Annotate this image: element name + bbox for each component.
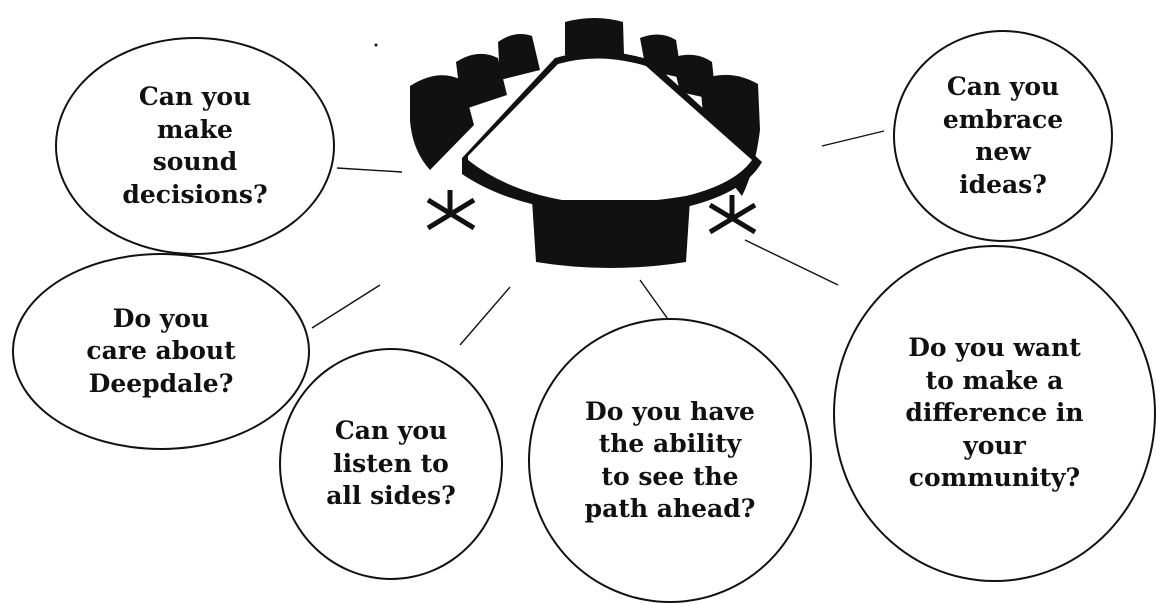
connector-line-difference <box>745 240 838 285</box>
bubble-listen-to-all-sides: Can you listen to all sides? <box>279 348 503 580</box>
bubble-text: Do you have the ability to see the path … <box>585 396 756 526</box>
bubble-text: Can you listen to all sides? <box>326 415 456 513</box>
bubble-text: Can you make sound decisions? <box>122 81 267 211</box>
table-pedestal <box>532 200 690 268</box>
bubble-text: Do you want to make a difference in your… <box>905 332 1083 495</box>
connector-line-decisions <box>337 168 402 172</box>
chair-back-1 <box>565 18 624 55</box>
connector-line-deepdale <box>312 285 380 328</box>
chair-base-right <box>710 195 755 232</box>
bubble-text: Can you embrace new ideas? <box>943 71 1063 201</box>
connector-line-path <box>640 280 670 322</box>
bubble-care-about-deepdale: Do you care about Deepdale? <box>12 253 310 450</box>
bubble-see-path-ahead: Do you have the ability to see the path … <box>528 318 812 603</box>
bubble-text: Do you care about Deepdale? <box>86 303 235 401</box>
connector-line-ideas <box>822 131 884 146</box>
chair-base-left <box>428 190 474 228</box>
connector-line-listen <box>460 287 510 345</box>
chair-back-2 <box>498 34 540 80</box>
conference-table-icon <box>410 18 762 268</box>
bubble-embrace-new-ideas: Can you embrace new ideas? <box>893 30 1113 242</box>
bubble-make-sound-decisions: Can you make sound decisions? <box>55 37 335 255</box>
bubble-make-a-difference: Do you want to make a difference in your… <box>833 245 1156 582</box>
speck <box>375 44 378 47</box>
